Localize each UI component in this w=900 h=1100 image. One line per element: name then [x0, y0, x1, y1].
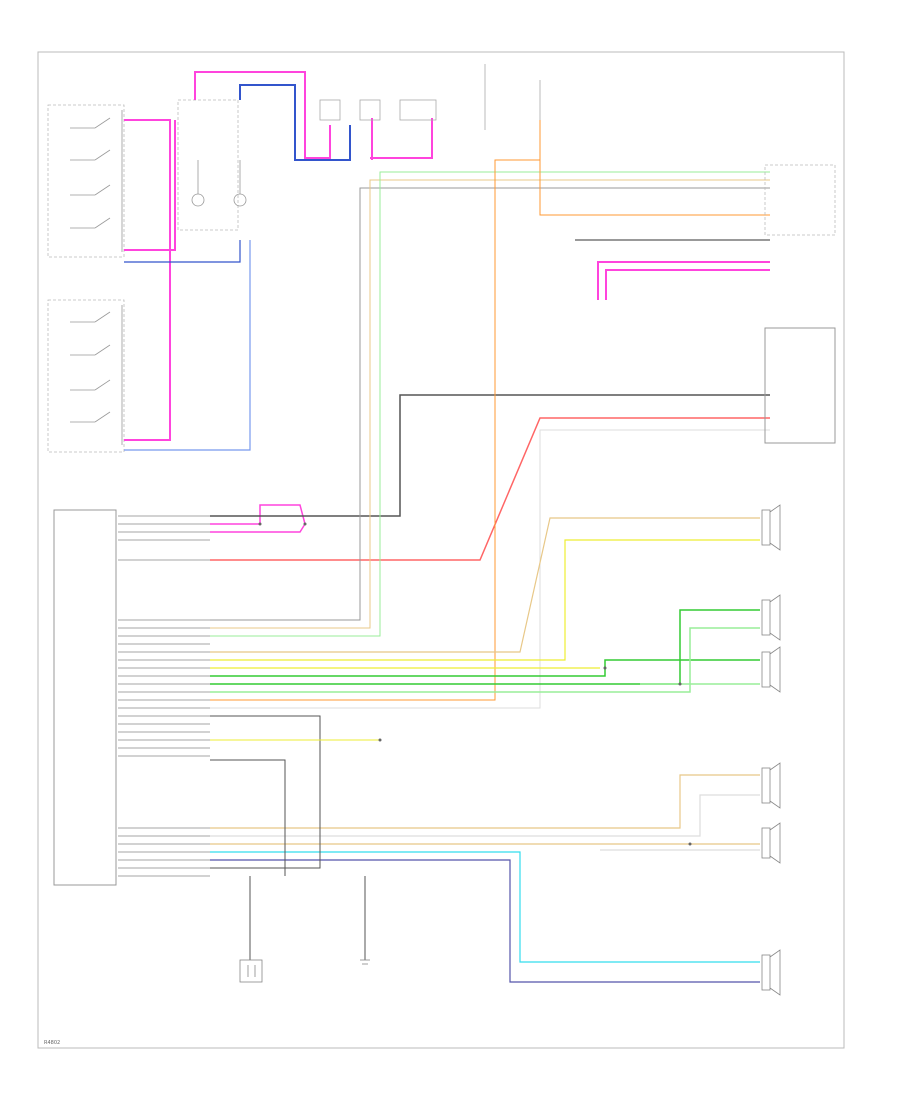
radio-connector-block: [53, 509, 117, 886]
left-steering-wheel-control-switches: [47, 299, 125, 453]
lower-speaker-wires: [210, 774, 760, 983]
speaker-left-front-door: [761, 504, 781, 551]
footer-label: R4802: [44, 1040, 61, 1046]
blue-wire-top: [239, 84, 351, 161]
speaker-left-rear-tweeter: [761, 822, 781, 864]
radio-top-harness: [210, 394, 770, 561]
speaker-right-front-door: [761, 594, 781, 641]
hvac-module-connector: [764, 164, 836, 444]
yellow-tan-speaker-wires: [210, 517, 760, 669]
pink-wire-top: [194, 71, 433, 160]
trunk-wires: [210, 120, 770, 709]
hvac-pink-wires: [597, 261, 770, 300]
speaker-left-rear-door: [761, 762, 781, 809]
green-speaker-wires: [210, 609, 760, 693]
speaker-right-rear-door: [761, 949, 781, 996]
diagram-border: [37, 51, 845, 1049]
clockspring-section: [177, 99, 247, 231]
right-steering-wheel-control-switches: [47, 104, 125, 258]
speaker-right-front-tweeter: [761, 646, 781, 693]
radio-pin-rows: [118, 515, 210, 877]
steering-pink-wires: [124, 119, 176, 441]
top-connector-pins: [319, 64, 541, 130]
lower-ground-wires: [210, 715, 380, 960]
steering-blue-wires: [124, 240, 251, 451]
splice-dots: [258, 522, 692, 846]
ground-connectors: [239, 959, 370, 983]
